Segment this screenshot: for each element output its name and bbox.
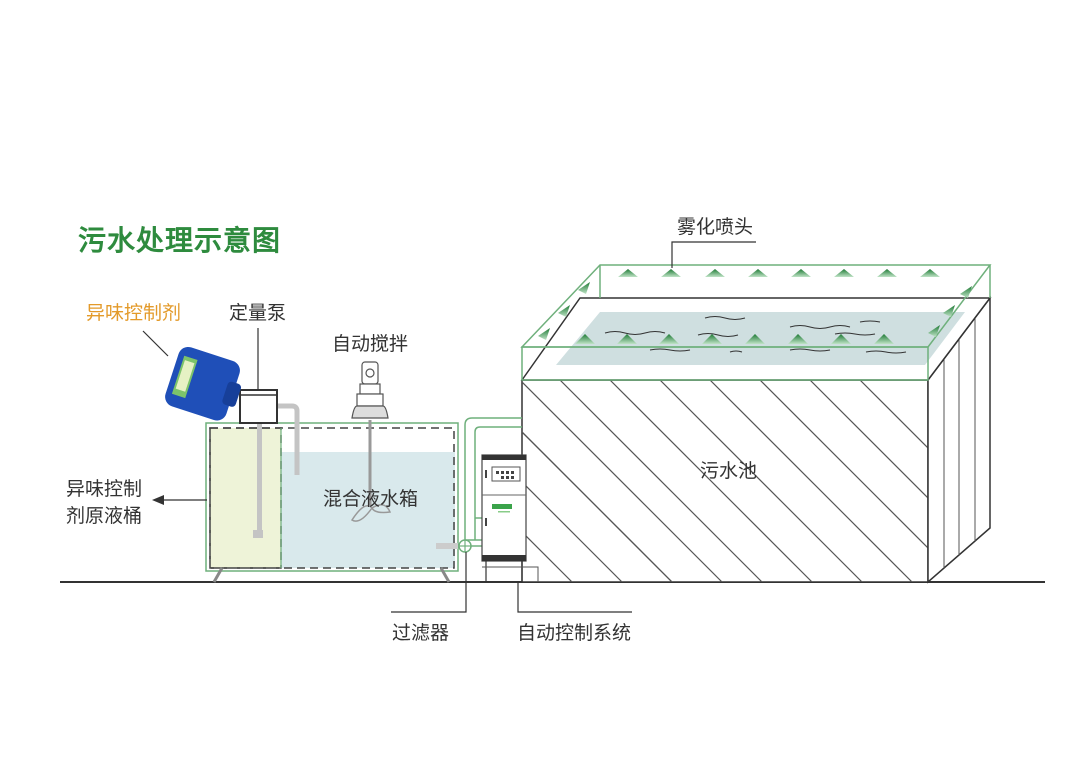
label-metering-pump: 定量泵 — [229, 302, 287, 324]
label-deodorant-tank: 异味控制 剂原液桶 — [66, 478, 143, 527]
label-auto-mixer: 自动搅拌 — [332, 333, 409, 355]
page-title: 污水处理示意图 — [78, 224, 282, 257]
label-auto-control-system: 自动控制系统 — [517, 622, 632, 644]
deodorant-canister — [165, 346, 242, 421]
metering-pump — [239, 328, 278, 424]
label-atomizing-nozzle: 雾化喷头 — [677, 216, 754, 238]
filter-valve — [436, 539, 482, 553]
deodorant-callout-line — [142, 330, 169, 357]
green-pipe — [464, 417, 522, 541]
label-sewage-pool: 污水池 — [700, 460, 758, 482]
auto-mixer-motor — [351, 361, 389, 419]
sewage-pool — [520, 241, 992, 584]
atomizing-nozzles — [538, 269, 972, 344]
label-filter: 过滤器 — [392, 622, 450, 644]
label-deodorant: 异味控制剂 — [86, 302, 182, 324]
control-cabinet — [481, 454, 539, 582]
mixing-tank — [205, 403, 459, 583]
filter-callout-line — [391, 552, 467, 613]
arrow-left-icon — [152, 495, 164, 505]
control-callout-line — [517, 582, 632, 613]
label-mixing-tank: 混合液水箱 — [323, 488, 419, 510]
